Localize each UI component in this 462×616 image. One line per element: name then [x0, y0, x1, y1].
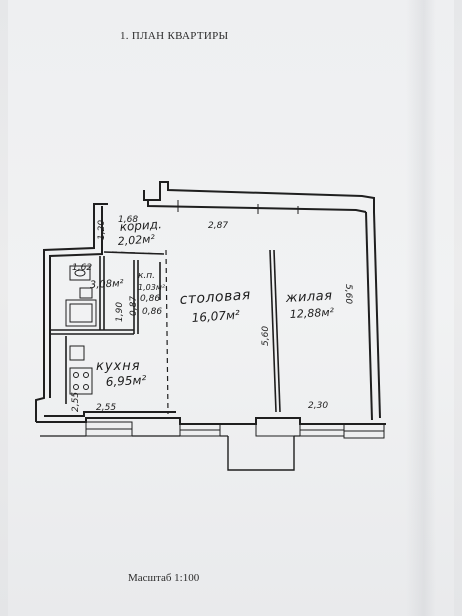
storage-area: 1,03м² — [138, 283, 166, 292]
kitchen-name: кухня — [96, 359, 141, 374]
scale-label: Масштаб 1:100 — [128, 572, 200, 584]
storage-name: к.п. — [138, 271, 155, 281]
dim-storage-lower: 0,86 — [142, 307, 162, 317]
paper-sheet — [8, 0, 454, 616]
dim-bath-height: 1,90 — [115, 302, 125, 322]
exterior-walls — [35, 181, 386, 425]
dim-dining-height: 5,60 — [261, 326, 271, 346]
dim-bath-width: 1,62 — [72, 263, 92, 273]
dim-corridor-height: 1,20 — [97, 220, 107, 240]
dining-name: столовая — [179, 287, 251, 308]
paper-fold-shadow — [406, 0, 436, 616]
kitchen-fixtures — [69, 345, 93, 395]
dim-storage-width: 0,86 — [140, 294, 160, 304]
bath-fixtures — [65, 265, 97, 327]
dim-kitchen-side: 2,55 — [71, 392, 81, 412]
plan-title: 1. ПЛАН КВАРТИРЫ — [120, 30, 229, 42]
living-area: 12,88м² — [289, 306, 334, 321]
dining-area: 16,07м² — [191, 308, 240, 325]
dim-top-wall: 2,87 — [208, 221, 228, 231]
balcony-outline — [227, 436, 295, 471]
bottom-windows — [85, 417, 385, 439]
interior-walls — [50, 249, 281, 413]
living-name: жилая — [284, 289, 332, 306]
top-wall-ticks — [177, 200, 299, 214]
bathroom-area: 3,08м² — [90, 278, 124, 291]
corridor-area: 2,02м² — [117, 232, 156, 248]
dashed-openings — [111, 249, 169, 415]
dim-corridor-width: 1,68 — [118, 215, 138, 225]
dim-living-height: 5,60 — [343, 284, 353, 304]
dim-living-width: 2,30 — [308, 401, 328, 411]
corridor-name: корид. — [119, 217, 162, 234]
kitchen-area: 6,95м² — [105, 373, 146, 389]
dim-storage-depth: 0,87 — [129, 296, 139, 316]
dim-kitchen-depth: 2,55 — [96, 403, 116, 413]
